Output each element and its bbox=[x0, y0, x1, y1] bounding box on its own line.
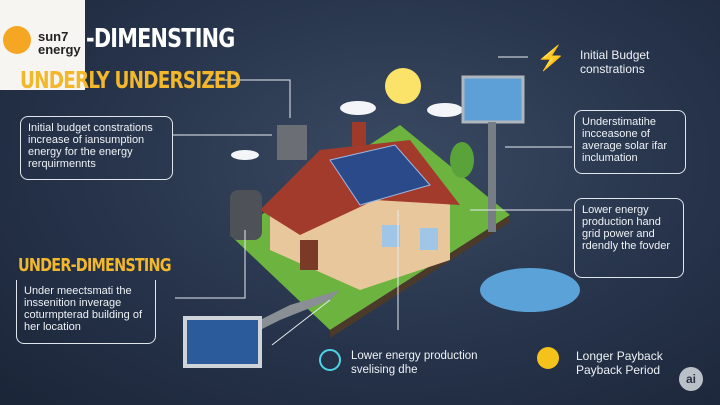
callout-left-top: Initial budget constrations increase of … bbox=[20, 116, 173, 180]
sun-logo-icon bbox=[3, 26, 31, 54]
solar-panels bbox=[329, 144, 431, 206]
sun bbox=[385, 68, 421, 104]
monitor bbox=[183, 316, 262, 368]
connector-lines bbox=[173, 56, 572, 346]
callout-left-bottom: Under meectsmati the inssenition inverag… bbox=[16, 280, 156, 344]
energy-icon bbox=[319, 349, 341, 371]
inverter bbox=[277, 125, 307, 160]
clouds bbox=[231, 101, 463, 160]
main-heading: -DIMENSTING bbox=[86, 24, 235, 54]
section-heading: UNDER-DIMENSTING bbox=[18, 255, 172, 276]
sun-icon bbox=[537, 347, 559, 369]
callout-bottom-right: Longer Payback Payback Period bbox=[576, 349, 663, 377]
callout-bottom-center: Lower energy production svelising dhe bbox=[351, 350, 478, 376]
logo: sun7 energy bbox=[0, 0, 85, 90]
callout-right-mid: Understimatihe incceasone of average sol… bbox=[574, 110, 686, 174]
ai-badge: ai bbox=[679, 367, 703, 391]
battery bbox=[230, 190, 262, 240]
tree bbox=[450, 142, 474, 178]
logo-text-2: energy bbox=[38, 42, 81, 57]
logo-text-1: sun7 bbox=[38, 29, 69, 44]
billboard bbox=[461, 75, 525, 124]
path bbox=[240, 290, 340, 340]
callout-right-low: Lower energy production hand grid power … bbox=[574, 198, 684, 278]
lightning-icon: ⚡ bbox=[536, 44, 566, 72]
sub-heading: UNDERLY UNDERSIZED bbox=[20, 68, 241, 94]
car bbox=[480, 268, 580, 312]
callout-right-top: Initial Budget constrations bbox=[580, 48, 650, 76]
